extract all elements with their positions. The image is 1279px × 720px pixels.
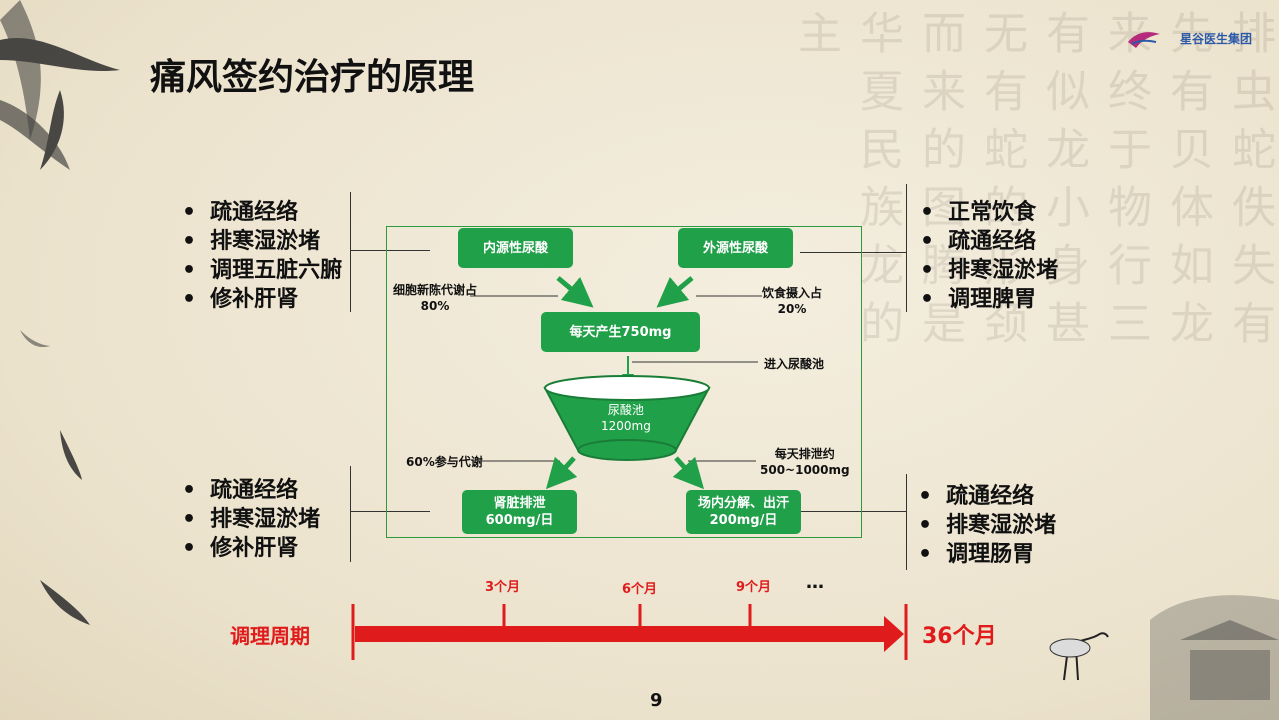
enter-pool-label: 进入尿酸池 [764, 357, 825, 371]
bracket-line [350, 466, 351, 562]
timeline-label: 调理周期 [230, 624, 310, 648]
kidney-label: 肾脏排泄 [493, 496, 546, 511]
list-bottom-left: 疏通经络 排寒湿淤堵 修补肝肾 [182, 476, 320, 563]
list-item: 调理肠胃 [918, 540, 1056, 569]
list-item: 修补肝肾 [182, 534, 320, 563]
list-item: 正常饮食 [920, 198, 1058, 227]
exogenous-uric-acid-box: 外源性尿酸 [678, 228, 793, 268]
kidney-excretion-box: 肾脏排泄 600mg/日 [462, 490, 577, 534]
page-title: 痛风签约治疗的原理 [150, 57, 475, 98]
list-item: 疏通经络 [182, 476, 320, 505]
bird-logo-icon [1128, 32, 1160, 48]
bracket-line [906, 474, 907, 570]
bracket-line [350, 192, 351, 312]
gut-label: 场内分解、出汗 [697, 496, 789, 511]
connector-line [800, 511, 906, 512]
daily-production-box: 每天产生750mg [541, 312, 700, 352]
list-top-left: 疏通经络 排寒湿淤堵 调理五脏六腑 修补肝肾 [182, 198, 342, 314]
list-bottom-right: 疏通经络 排寒湿淤堵 调理肠胃 [918, 482, 1056, 569]
endogenous-uric-acid-box: 内源性尿酸 [458, 228, 573, 268]
gut-excretion-box: 场内分解、出汗 200mg/日 [686, 490, 801, 534]
timeline-end-label: 36个月 [922, 624, 997, 649]
connector-line [350, 511, 430, 512]
diagram-frame [386, 226, 862, 538]
list-item: 调理五脏六腑 [182, 256, 342, 285]
ellipsis-more: … [806, 572, 824, 593]
list-item: 排寒湿淤堵 [182, 227, 342, 256]
month-9-label: 9个月 [736, 580, 772, 595]
company-logo: 星谷医生集团 [1120, 24, 1270, 54]
page-number: 9 [650, 690, 663, 711]
list-item: 疏通经络 [920, 227, 1058, 256]
month-6-label: 6个月 [622, 582, 658, 597]
list-top-right: 正常饮食 疏通经络 排寒湿淤堵 调理脾胃 [920, 198, 1058, 314]
list-item: 疏通经络 [182, 198, 342, 227]
list-item: 疏通经络 [918, 482, 1056, 511]
connector-line [800, 252, 906, 253]
list-item: 修补肝肾 [182, 285, 342, 314]
bracket-line [906, 184, 907, 312]
list-item: 排寒湿淤堵 [182, 505, 320, 534]
list-item: 排寒湿淤堵 [920, 256, 1058, 285]
metabolism-percent-label: 60%参与代谢 [406, 455, 483, 469]
month-3-label: 3个月 [485, 580, 521, 595]
company-name: 星谷医生集团 [1180, 32, 1253, 46]
kidney-amount: 600mg/日 [485, 513, 554, 528]
gut-amount: 200mg/日 [709, 513, 778, 528]
list-item: 排寒湿淤堵 [918, 511, 1056, 540]
connector-line [350, 250, 430, 251]
calligraphy-watermark: 排虫蛇佚失有先有贝体如龙来终于物行三有似龙小身甚无有蛇的形颈而来的图腾是华夏民族… [790, 10, 1275, 358]
list-item: 调理脾胃 [920, 285, 1058, 314]
